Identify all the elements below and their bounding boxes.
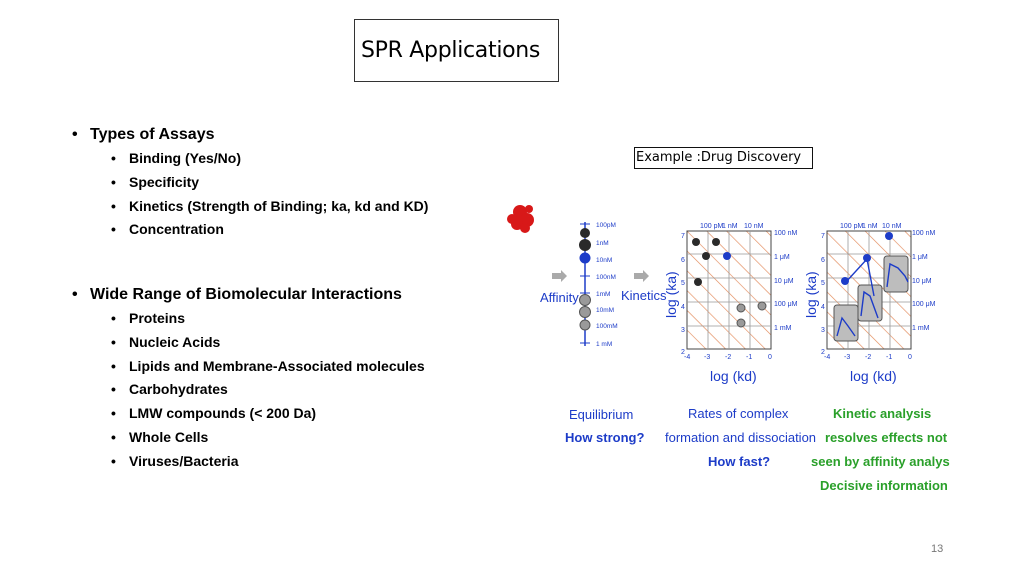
y-tick: 2	[681, 349, 685, 356]
top-tick: 1 nM	[862, 223, 878, 230]
red-molecule-icon	[507, 205, 534, 233]
scale-label: 100mM	[596, 323, 618, 330]
scale-label: 1nM	[596, 240, 609, 247]
list-item: Carbohydrates	[70, 378, 425, 402]
assay-types-heading: Types of Assays	[70, 125, 428, 145]
right-tick: 1 mM	[774, 325, 792, 332]
y-tick: 7	[681, 233, 685, 240]
x-tick: -1	[746, 354, 752, 361]
top-tick: 100 pM	[700, 223, 724, 230]
y-tick: 2	[821, 349, 825, 356]
captions: Equilibrium How strong? Rates of complex…	[565, 406, 950, 493]
scale-label: 100nM	[596, 274, 616, 281]
kinetics-plot: 7 6 5 4 3 2 -4 -3 -2 -1 0 100 pM 1 nM 10…	[663, 223, 798, 384]
list-item: Specificity	[70, 171, 428, 195]
right-tick: 1 μM	[774, 254, 790, 261]
y-tick: 6	[821, 257, 825, 264]
scale-label: 1mM	[596, 291, 610, 298]
kinetics-label: Kinetics	[621, 288, 667, 303]
top-tick: 100 pM	[840, 223, 864, 230]
x-tick: -1	[886, 354, 892, 361]
y-tick: 4	[681, 304, 685, 311]
list-item: Viruses/Bacteria	[70, 450, 425, 474]
right-tick: 1 mM	[912, 325, 930, 332]
x-tick: -3	[704, 354, 710, 361]
x-tick: -4	[824, 354, 830, 361]
kinetics-arrow-icon	[634, 270, 649, 282]
x-tick: -3	[844, 354, 850, 361]
caption-how-fast: How fast?	[708, 454, 770, 469]
y-tick: 6	[681, 257, 685, 264]
right-tick: 100 nM	[774, 230, 798, 237]
right-tick: 100 μM	[912, 301, 936, 308]
y-tick: 5	[681, 280, 685, 287]
interactions-heading: Wide Range of Biomolecular Interactions	[70, 285, 425, 305]
caption-kinetic: Kinetic analysis	[833, 406, 931, 421]
caption-rates: Rates of complex	[688, 406, 789, 421]
affinity-label: Affinity	[540, 290, 579, 305]
y-tick: 3	[821, 327, 825, 334]
list-item: Whole Cells	[70, 426, 425, 450]
top-tick: 10 nM	[744, 223, 764, 230]
scale-label: 1 mM	[596, 341, 612, 348]
scale-label: 10nM	[596, 257, 612, 264]
kinetic-analysis-plot: 7 6 5 4 3 2 -4 -3 -2 -1 0 100 pM 1 nM 10…	[803, 223, 936, 384]
x-tick: -2	[865, 354, 871, 361]
assay-types-list: Types of Assays Binding (Yes/No) Specifi…	[70, 125, 428, 242]
y-axis-label: log (ka)	[663, 271, 679, 318]
list-item: Kinetics (Strength of Binding; ka, kd an…	[70, 195, 428, 219]
affinity-scale: 100pM 1nM 10nM 100nM 1mM 10mM 100mM 1 mM	[579, 222, 618, 348]
scale-label: 100pM	[596, 222, 616, 229]
scale-label: 10mM	[596, 307, 614, 314]
right-tick: 10 μM	[912, 278, 932, 285]
caption-formation: formation and dissociation	[665, 430, 816, 445]
x-axis-label: log (kd)	[850, 368, 897, 384]
y-tick: 7	[821, 233, 825, 240]
spr-figure: 100pM 1nM 10nM 100nM 1mM 10mM 100mM 1 mM…	[507, 205, 950, 493]
y-tick: 3	[681, 327, 685, 334]
x-tick: -2	[725, 354, 731, 361]
example-label: Example :Drug Discovery	[634, 147, 813, 169]
y-tick: 4	[821, 304, 825, 311]
title-box: SPR Applications	[354, 19, 559, 82]
list-item: LMW compounds (< 200 Da)	[70, 402, 425, 426]
right-tick: 1 μM	[912, 254, 928, 261]
right-tick: 100 nM	[912, 230, 936, 237]
caption-seen: seen by affinity analysis.	[811, 454, 950, 469]
y-tick: 5	[821, 280, 825, 287]
interactions-list: Wide Range of Biomolecular Interactions …	[70, 285, 425, 474]
list-item: Nucleic Acids	[70, 331, 425, 355]
page-number: 13	[931, 543, 944, 555]
x-tick: -4	[684, 354, 690, 361]
list-item: Binding (Yes/No)	[70, 147, 428, 171]
y-axis-label: log (ka)	[803, 271, 819, 318]
top-tick: 10 nM	[882, 223, 902, 230]
list-item: Proteins	[70, 307, 425, 331]
slide-title: SPR Applications	[361, 38, 541, 63]
caption-how-strong: How strong?	[565, 430, 644, 445]
right-tick: 10 μM	[774, 278, 794, 285]
top-tick: 1 nM	[722, 223, 738, 230]
caption-equilibrium: Equilibrium	[569, 407, 633, 422]
x-tick: 0	[908, 354, 912, 361]
x-tick: 0	[768, 354, 772, 361]
caption-resolves: resolves effects not	[825, 430, 948, 445]
list-item: Concentration	[70, 218, 428, 242]
x-axis-label: log (kd)	[710, 368, 757, 384]
caption-decisive: Decisive information	[820, 478, 948, 493]
right-tick: 100 μM	[774, 301, 798, 308]
list-item: Lipids and Membrane-Associated molecules	[70, 355, 425, 379]
affinity-arrow-icon	[552, 270, 567, 282]
